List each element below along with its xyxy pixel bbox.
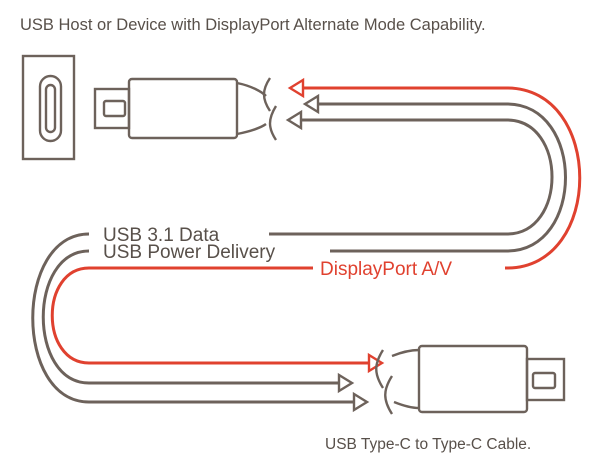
bottom-plug-tongue <box>531 371 557 390</box>
header-caption: USB Host or Device with DisplayPort Alte… <box>20 16 486 34</box>
power-arrow-bottom <box>337 372 355 394</box>
host-device-body <box>21 54 76 161</box>
usb-power-label: USB Power Delivery <box>103 242 276 263</box>
top-plug-tongue <box>102 99 127 118</box>
bottom-boot-upper <box>391 348 420 358</box>
top-usb-c-plug <box>93 77 267 140</box>
usb-data-label: USB 3.1 Data <box>103 225 220 246</box>
top-break-marks <box>262 77 278 141</box>
usb-power-line <box>41 102 567 385</box>
usb-data-line <box>31 118 554 404</box>
top-break-right <box>268 105 278 141</box>
top-boot-upper <box>236 81 267 97</box>
arrow-heads <box>285 77 385 413</box>
bottom-break-marks <box>375 349 394 415</box>
bottom-plug-tip <box>525 357 566 402</box>
top-plug-housing <box>127 77 239 140</box>
data-arrow-top <box>285 109 303 131</box>
data-arrow-bottom <box>352 391 370 413</box>
usb-c-port-outer <box>38 74 63 143</box>
power-arrow-top <box>302 93 320 115</box>
displayport-label: DisplayPort A/V <box>320 259 452 280</box>
bottom-boot-lower <box>393 400 420 410</box>
top-boot-lower <box>236 123 267 136</box>
bottom-break-right <box>384 375 394 415</box>
bottom-plug-housing <box>417 344 529 414</box>
cable-lines <box>31 86 582 404</box>
bottom-usb-c-plug <box>391 344 566 414</box>
displayport-arrow-top <box>287 77 305 99</box>
top-break-left <box>262 77 272 112</box>
usb-c-port-inner <box>44 83 57 134</box>
bottom-break-left <box>375 349 385 389</box>
host-device <box>21 54 76 161</box>
footer-caption: USB Type-C to Type-C Cable. <box>325 436 531 453</box>
displayport-line <box>50 86 582 365</box>
